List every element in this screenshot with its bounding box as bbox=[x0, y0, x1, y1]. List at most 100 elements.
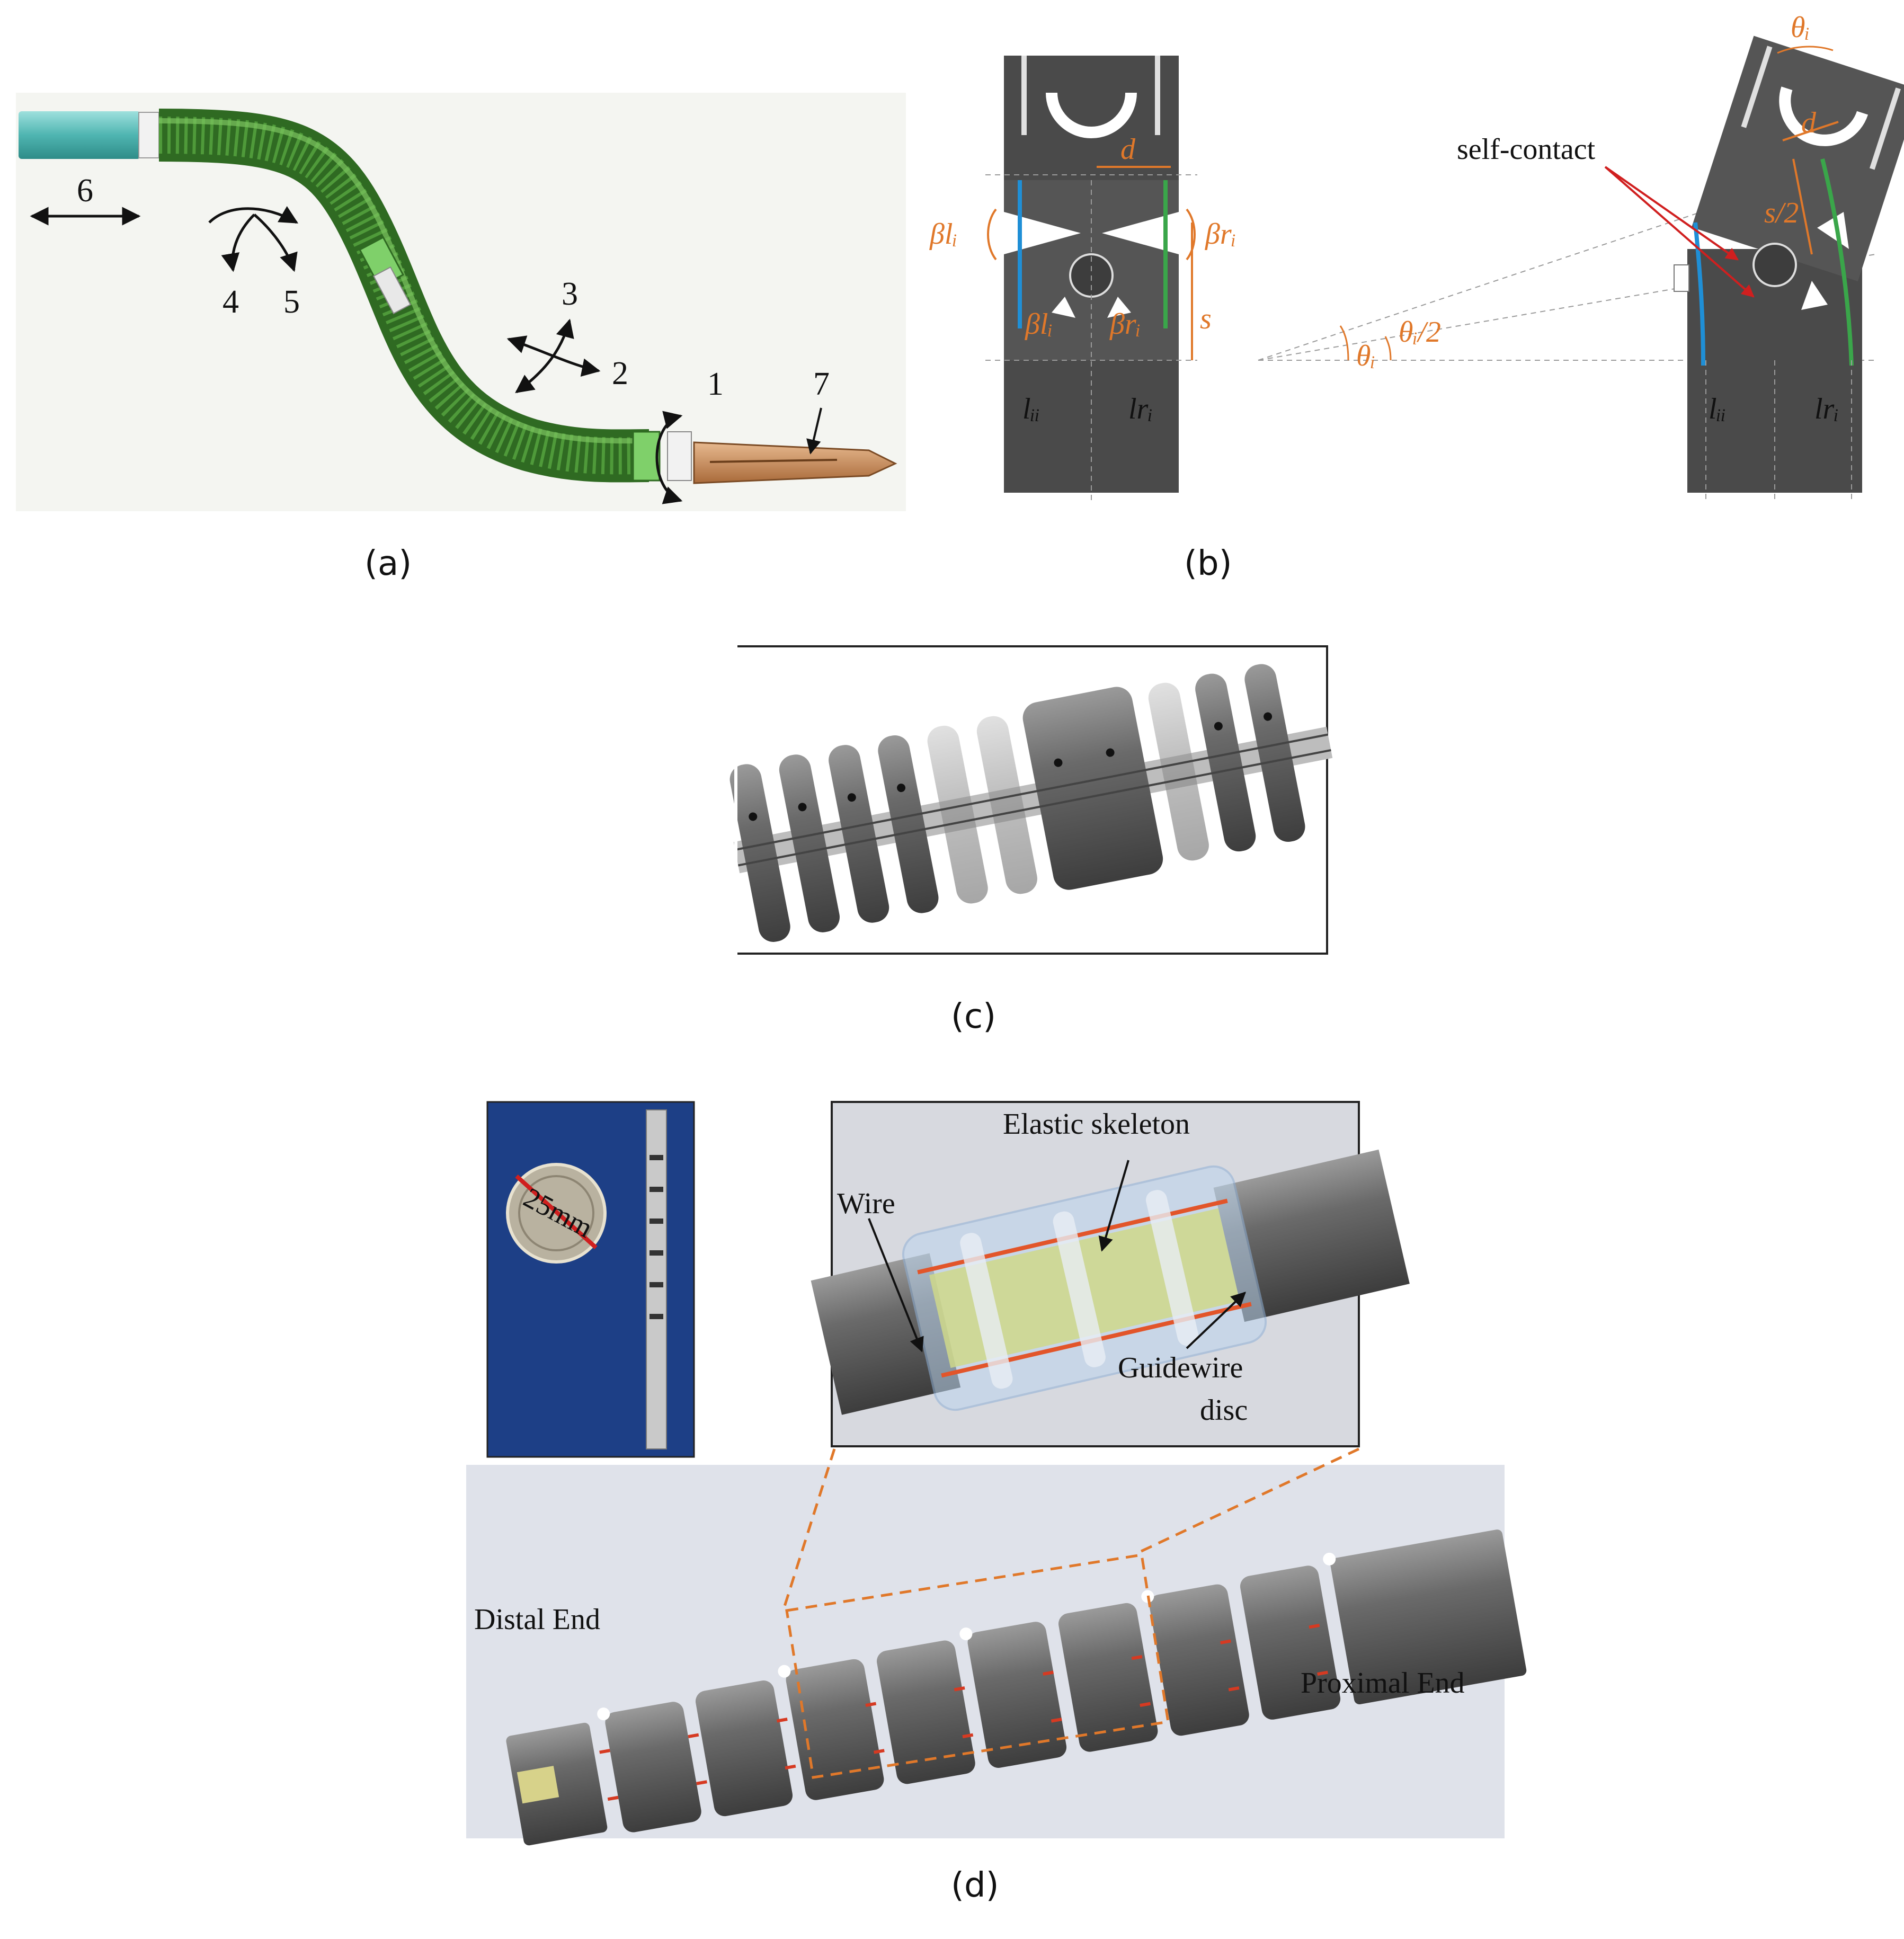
panel-a-label: (a) bbox=[364, 544, 412, 583]
coin-diameter-arrow bbox=[515, 1175, 598, 1249]
zoom-line-right bbox=[1138, 1447, 1360, 1554]
bent-upper-link bbox=[1692, 35, 1904, 281]
symbol-s: s bbox=[1200, 303, 1212, 335]
straight-joint: d βlᵢ βrᵢ βlᵢ βrᵢ s lᵢᵢ lrᵢ bbox=[929, 56, 1236, 501]
detail-disc-2 bbox=[1053, 1211, 1106, 1367]
panel-b-label: (b) bbox=[1184, 544, 1232, 583]
label-proximal-end: Proximal End bbox=[1301, 1667, 1465, 1700]
beta-l-arc bbox=[987, 208, 997, 261]
bent-left-wire bbox=[1693, 222, 1705, 366]
label-2: 2 bbox=[612, 355, 628, 392]
arrow-5 bbox=[253, 214, 298, 272]
label-1: 1 bbox=[707, 366, 724, 402]
c-hole-1 bbox=[749, 812, 758, 821]
panel-d-label: (d) bbox=[951, 1866, 999, 1905]
main-seg-8 bbox=[1240, 1566, 1341, 1720]
arrow-7 bbox=[806, 407, 822, 455]
main-seg-4 bbox=[877, 1640, 975, 1784]
panel-d: 25mm Elastic skeleton Wire Guidewire dis… bbox=[466, 1101, 1527, 1905]
joint-3 bbox=[632, 431, 661, 482]
left-notch bbox=[1004, 212, 1081, 254]
symbol-beta-r-outer: βrᵢ bbox=[1205, 218, 1236, 251]
arrow-3 bbox=[515, 318, 574, 394]
c-hole-6 bbox=[1106, 748, 1115, 757]
c-disc-9 bbox=[1244, 664, 1305, 842]
right-notch bbox=[1102, 212, 1179, 254]
detail-disc-3 bbox=[1146, 1190, 1199, 1346]
symbol-theta-half: θᵢ/2 bbox=[1399, 316, 1441, 349]
c-disc-4 bbox=[878, 735, 939, 913]
base-tube bbox=[19, 111, 140, 159]
main-seg-6 bbox=[1058, 1603, 1158, 1752]
prototype-rod-slot-3 bbox=[650, 1218, 663, 1224]
c-hole-7 bbox=[1214, 722, 1223, 731]
theta-half-arc bbox=[1384, 336, 1392, 361]
beta-r-arc bbox=[1186, 208, 1196, 261]
bent-center-pivot bbox=[1752, 243, 1797, 287]
c-wire-2 bbox=[737, 749, 1331, 867]
main-highlight-2 bbox=[778, 1665, 791, 1678]
main-tube-proximal bbox=[1330, 1529, 1527, 1704]
bent-symbol-d: d bbox=[1801, 106, 1817, 139]
detail-outer-tube-right bbox=[1213, 1149, 1410, 1322]
label-3: 3 bbox=[562, 276, 578, 312]
continuum-tube-highlight bbox=[158, 117, 650, 475]
upper-pivot bbox=[1075, 69, 1107, 101]
arrow-4-5 bbox=[208, 206, 299, 224]
bent-notch-lower bbox=[1801, 281, 1828, 310]
panel-c: (c) bbox=[729, 644, 1333, 1036]
theta-arc bbox=[1339, 325, 1349, 361]
bent-s-dimension bbox=[1792, 158, 1813, 255]
continuum-tube-shine bbox=[158, 118, 650, 444]
main-highlight-5 bbox=[1323, 1552, 1336, 1566]
lower-link bbox=[1004, 360, 1179, 493]
lower-notch-right bbox=[1107, 297, 1131, 318]
c-disc-1 bbox=[729, 764, 790, 942]
bent-right-wire bbox=[1820, 158, 1854, 366]
symbol-d: d bbox=[1120, 133, 1136, 166]
label-guidewire: Guidewire bbox=[1118, 1351, 1243, 1384]
pointer-skeleton bbox=[1098, 1160, 1129, 1252]
symbol-l-right: lrᵢ bbox=[1128, 393, 1153, 425]
prototype-rod-slot-4 bbox=[650, 1250, 663, 1256]
bent-joint: self-contact θᵢ d s/2 lᵢᵢ lrᵢ bbox=[1457, 11, 1904, 501]
c-hole-8 bbox=[1264, 712, 1273, 721]
c-disc-8 bbox=[1195, 673, 1256, 852]
main-seg-5 bbox=[967, 1622, 1067, 1768]
symbol-beta-l-inner: βlᵢ bbox=[1025, 308, 1053, 341]
label-6: 6 bbox=[77, 173, 93, 209]
main-tip-jaw bbox=[517, 1766, 559, 1804]
tool-tip-jaw bbox=[709, 459, 838, 463]
coin-inner bbox=[518, 1175, 594, 1251]
c-wire-1 bbox=[735, 733, 1329, 851]
joint-2 bbox=[372, 266, 412, 315]
prototype-rod-slot-5 bbox=[650, 1282, 663, 1287]
joint-4 bbox=[667, 431, 692, 481]
label-4: 4 bbox=[223, 284, 239, 320]
self-contact-arrow-1 bbox=[1604, 166, 1739, 261]
panel-a-background bbox=[16, 93, 906, 511]
lower-notch-left bbox=[1052, 297, 1075, 318]
tool-tip bbox=[693, 441, 897, 484]
upper-rail-right bbox=[1155, 56, 1160, 135]
label-wire: Wire bbox=[837, 1187, 895, 1220]
bent-symbol-l-right: lrᵢ bbox=[1814, 393, 1839, 425]
upper-link-cutout bbox=[1046, 92, 1137, 138]
symbol-beta-l-outer: βlᵢ bbox=[929, 218, 957, 251]
zoom-box bbox=[785, 1553, 1170, 1779]
bent-upper-pivot bbox=[1811, 77, 1843, 109]
symbol-l-left: lᵢᵢ bbox=[1022, 393, 1040, 425]
main-highlight-3 bbox=[959, 1627, 973, 1641]
panel-b: d βlᵢ βrᵢ βlᵢ βrᵢ s lᵢᵢ lrᵢ θᵢ θᵢ/2 bbox=[929, 11, 1904, 583]
label-distal-end: Distal End bbox=[474, 1603, 600, 1636]
bent-upper-cutout bbox=[1779, 86, 1869, 146]
angle-line-1 bbox=[1258, 153, 1876, 361]
c-hole-2 bbox=[798, 803, 807, 812]
prototype-rod-slot-1 bbox=[650, 1155, 663, 1160]
bent-theta-arc bbox=[1777, 46, 1834, 54]
main-seg-1 bbox=[605, 1702, 701, 1833]
upper-rail-left bbox=[1021, 56, 1027, 135]
bent-symbol-theta: θᵢ bbox=[1791, 11, 1810, 44]
c-mask-left bbox=[734, 644, 737, 957]
